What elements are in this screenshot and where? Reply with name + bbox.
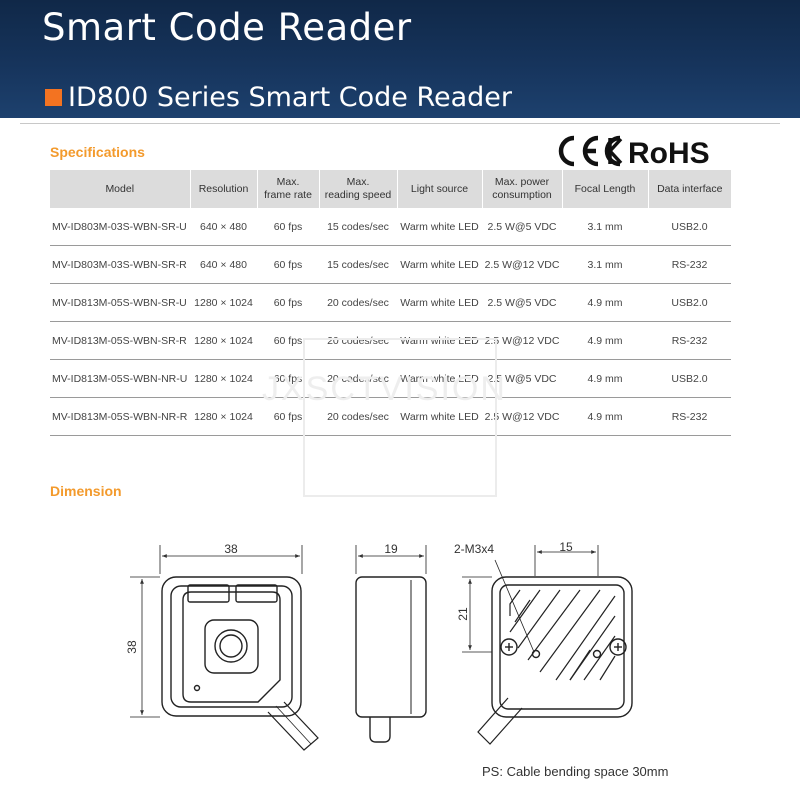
cable-bending-note: PS: Cable bending space 30mm	[482, 764, 669, 779]
table-cell: 60 fps	[257, 321, 319, 360]
header-banner: Smart Code Reader ID800 Series Smart Cod…	[0, 0, 800, 118]
column-header-line: Max.	[346, 176, 370, 188]
watermark-text: JXSCTVISION	[262, 370, 507, 408]
column-header-line: Light source	[410, 182, 469, 195]
orange-square-icon	[45, 89, 62, 106]
front-height-label: 38	[125, 640, 139, 654]
side-view	[355, 545, 427, 743]
table-cell: 2.5 W@5 VDC	[482, 283, 562, 322]
certification-logos: RoHS	[558, 135, 710, 168]
table-cell: Warm white LED	[397, 359, 482, 398]
dimension-label: Dimension	[50, 483, 122, 499]
table-cell: USB2.0	[648, 283, 731, 322]
column-header-line: Max. power	[494, 176, 550, 188]
divider	[20, 123, 780, 124]
table-cell: 4.9 mm	[562, 283, 648, 322]
table-cell: USB2.0	[648, 359, 731, 398]
table-cell: 2.5 W@12 VDC	[482, 245, 562, 284]
table-cell: 3.1 mm	[562, 208, 648, 246]
table-cell: USB2.0	[648, 208, 731, 246]
table-cell: 60 fps	[257, 245, 319, 284]
column-header-line: frame rate	[264, 189, 312, 201]
column-header-line: Model	[105, 182, 135, 195]
column-header-line: Focal Length	[574, 182, 636, 195]
table-cell: RS-232	[648, 321, 731, 360]
front-view	[130, 545, 319, 751]
table-cell: 15 codes/sec	[319, 208, 397, 246]
table-cell: 4.9 mm	[562, 321, 648, 360]
column-header: Data interface	[648, 170, 731, 208]
model-cell: MV-ID803M-03S-WBN-SR-U	[50, 208, 190, 246]
column-header-line: Data interface	[657, 182, 723, 195]
table-cell: 20 codes/sec	[319, 397, 397, 436]
banner-subtitle-row: ID800 Series Smart Code Reader	[45, 82, 512, 113]
model-cell: MV-ID813M-05S-WBN-NR-R	[50, 397, 190, 436]
dimension-drawing: 38 38 19	[125, 540, 633, 751]
back-height-label: 21	[456, 607, 470, 621]
banner-title: Smart Code Reader	[42, 6, 412, 49]
table-cell: 2.5 W@5 VDC	[482, 208, 562, 246]
table-cell: RS-232	[648, 245, 731, 284]
table-cell: 4.9 mm	[562, 397, 648, 436]
model-cell: MV-ID813M-05S-WBN-SR-U	[50, 283, 190, 322]
rohs-mark: RoHS	[628, 137, 710, 168]
table-cell: 20 codes/sec	[319, 359, 397, 398]
column-header: Model	[50, 170, 191, 208]
column-header-line: Max.	[276, 176, 300, 188]
specifications-label: Specifications	[50, 144, 145, 160]
column-header-line: consumption	[492, 189, 552, 201]
table-cell: 1280 × 1024	[190, 359, 257, 398]
column-header: Light source	[397, 170, 483, 208]
table-cell: 1280 × 1024	[190, 321, 257, 360]
back-view	[462, 545, 633, 745]
column-header: Resolution	[190, 170, 258, 208]
table-cell: 20 codes/sec	[319, 321, 397, 360]
table-cell: Warm white LED	[397, 245, 482, 284]
column-header: Focal Length	[562, 170, 649, 208]
table-cell: RS-232	[648, 397, 731, 436]
table-cell: 60 fps	[257, 397, 319, 436]
table-cell: 1280 × 1024	[190, 283, 257, 322]
table-cell: 20 codes/sec	[319, 283, 397, 322]
banner-subtitle: ID800 Series Smart Code Reader	[68, 82, 512, 113]
column-header-line: reading speed	[324, 189, 392, 201]
table-cell: 15 codes/sec	[319, 245, 397, 284]
model-cell: MV-ID813M-05S-WBN-SR-R	[50, 321, 190, 360]
table-cell: Warm white LED	[397, 208, 482, 246]
watermark-frame	[303, 338, 497, 497]
column-header: Max.reading speed	[319, 170, 398, 208]
table-cell: 60 fps	[257, 359, 319, 398]
model-cell: MV-ID813M-05S-WBN-NR-U	[50, 359, 190, 398]
column-header: Max.frame rate	[257, 170, 320, 208]
kc-mark-icon	[604, 135, 623, 167]
table-cell: 1280 × 1024	[190, 397, 257, 436]
table-cell: 640 × 480	[190, 208, 257, 246]
table-cell: Warm white LED	[397, 283, 482, 322]
table-cell: 60 fps	[257, 208, 319, 246]
table-cell: Warm white LED	[397, 397, 482, 436]
table-cell: 60 fps	[257, 283, 319, 322]
front-width-label: 38	[224, 542, 238, 556]
side-depth-label: 19	[384, 542, 398, 556]
column-header-line: Resolution	[198, 182, 249, 195]
model-cell: MV-ID803M-03S-WBN-SR-R	[50, 245, 190, 284]
back-screw-label: 2-M3x4	[454, 542, 494, 556]
table-cell: Warm white LED	[397, 321, 482, 360]
table-cell: 3.1 mm	[562, 245, 648, 284]
table-cell: 640 × 480	[190, 245, 257, 284]
table-cell: 4.9 mm	[562, 359, 648, 398]
back-spacing-label: 15	[559, 540, 573, 554]
ce-mark-icon	[558, 135, 599, 167]
